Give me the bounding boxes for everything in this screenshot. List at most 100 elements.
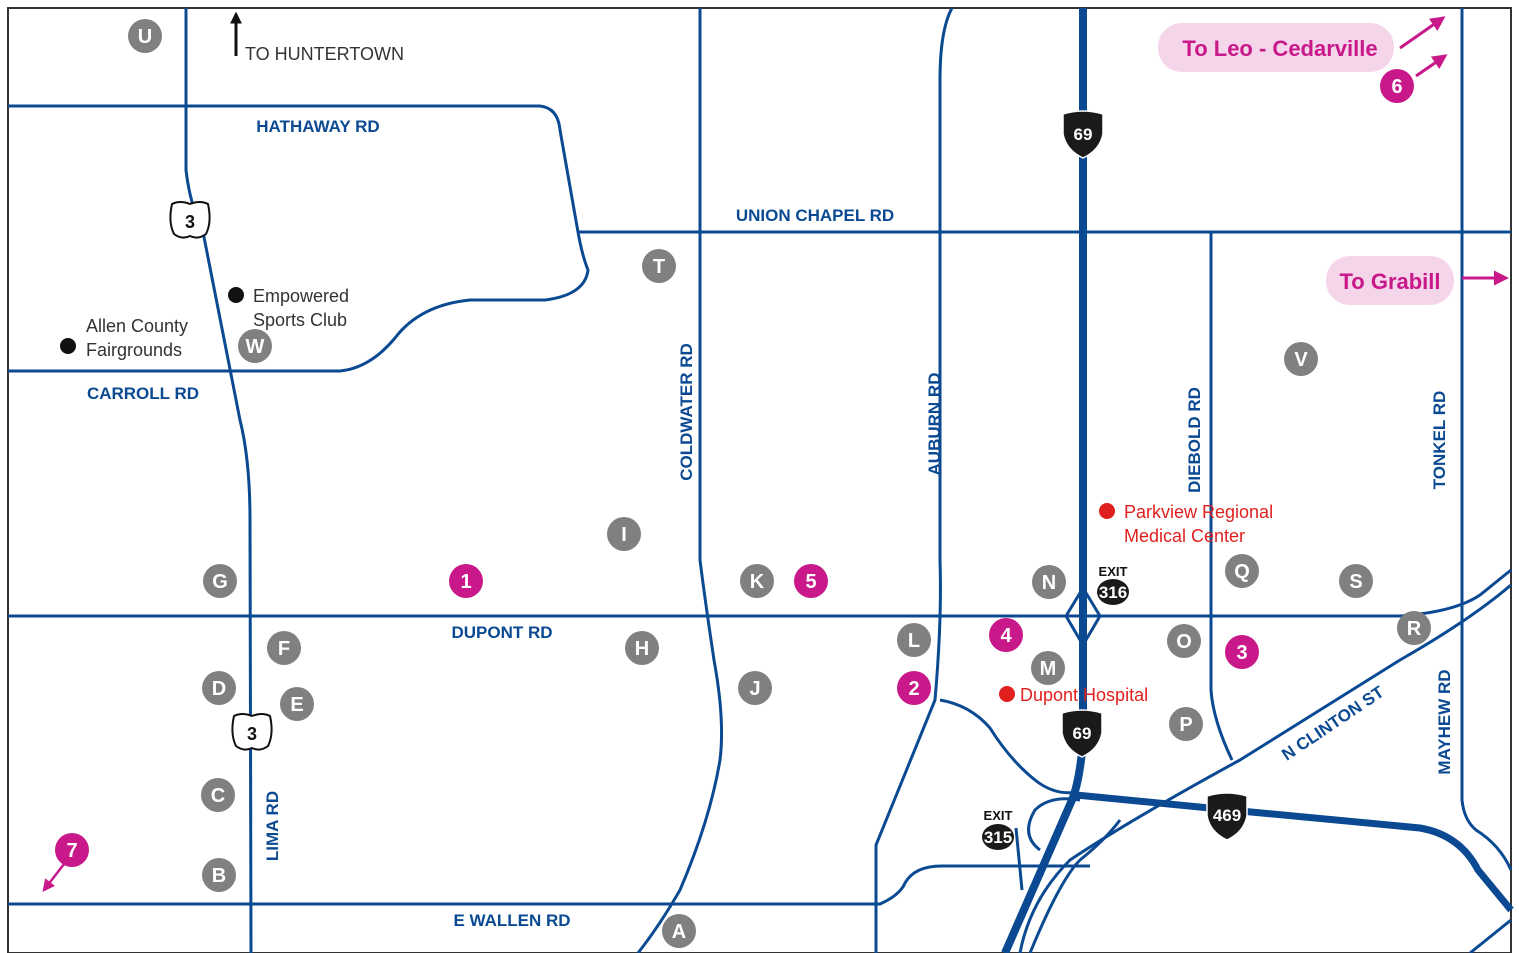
- marker-Q[interactable]: Q: [1225, 554, 1259, 588]
- marker-D[interactable]: D: [202, 671, 236, 705]
- i69-shield-north-icon: [1062, 110, 1104, 159]
- road-mayhew-se: [1469, 918, 1512, 953]
- exit-316-word: EXIT: [1099, 564, 1128, 579]
- marker-K-label: K: [750, 571, 765, 593]
- marker-P[interactable]: P: [1169, 707, 1203, 741]
- marker-T[interactable]: T: [642, 249, 676, 283]
- magenta-markers: 1 2 3 4 5 6 7: [55, 69, 1414, 867]
- gray-markers: A B C D E F G H I J K L M N O P Q R S T …: [128, 19, 1431, 948]
- grabill-pill: [1326, 256, 1454, 305]
- marker-1[interactable]: 1: [449, 564, 483, 598]
- us3-shield-south-icon: [231, 713, 273, 751]
- marker-T-label: T: [653, 256, 665, 278]
- marker-S-label: S: [1349, 571, 1362, 593]
- marker-J[interactable]: J: [738, 671, 772, 705]
- marker-O[interactable]: O: [1167, 624, 1201, 658]
- exit-315-word: EXIT: [984, 808, 1013, 823]
- i469-shield-number: 469: [1213, 806, 1241, 825]
- marker-C[interactable]: C: [201, 778, 235, 812]
- i69-shield-south-icon: [1061, 709, 1103, 758]
- label-tonkel-rd: TONKEL RD: [1430, 391, 1449, 490]
- road-local-connector-3: [1028, 819, 1122, 953]
- marker-D-label: D: [212, 678, 226, 700]
- exit-315-badge: [982, 824, 1014, 850]
- marker-5[interactable]: 5: [794, 564, 828, 598]
- poi-fairgrounds-line2: Fairgrounds: [86, 340, 182, 360]
- marker-F[interactable]: F: [267, 631, 301, 665]
- map-border: [7, 7, 1512, 953]
- poi-empowered-line1: Empowered: [253, 286, 349, 306]
- marker-7-arrow: [42, 863, 65, 892]
- marker-K[interactable]: K: [740, 564, 774, 598]
- marker-L[interactable]: L: [897, 623, 931, 657]
- marker-3-label: 3: [1236, 642, 1247, 664]
- marker-H-label: H: [635, 638, 649, 660]
- marker-B[interactable]: B: [202, 858, 236, 892]
- label-to-huntertown: TO HUNTERTOWN: [245, 44, 404, 64]
- marker-B-label: B: [212, 865, 226, 887]
- exit-315-number: 315: [984, 828, 1012, 847]
- marker-R[interactable]: R: [1397, 611, 1431, 645]
- us-3-shield-south: 3: [231, 713, 273, 751]
- marker-V[interactable]: V: [1284, 342, 1318, 376]
- destination-grabill: To Grabill: [1326, 256, 1509, 305]
- marker-4-label: 4: [1000, 625, 1012, 647]
- highway-i469: [1075, 791, 1514, 913]
- marker-3[interactable]: 3: [1225, 635, 1259, 669]
- road-us3-lima: [184, 8, 253, 953]
- marker-E-label: E: [290, 694, 303, 716]
- label-auburn-rd: AUBURN RD: [925, 373, 944, 476]
- exit-315-sign: EXIT 315: [982, 808, 1014, 850]
- marker-E[interactable]: E: [280, 687, 314, 721]
- marker-F-label: F: [278, 638, 290, 660]
- label-mayhew-rd: MAYHEW RD: [1435, 669, 1454, 774]
- exit-316-badge: [1097, 579, 1129, 605]
- marker-5-label: 5: [805, 571, 816, 593]
- marker-S[interactable]: S: [1339, 564, 1373, 598]
- marker-6[interactable]: 6: [1380, 69, 1414, 103]
- marker-G-label: G: [212, 571, 228, 593]
- poi-dot-fairgrounds: [60, 338, 76, 354]
- road-network: [8, 7, 1513, 953]
- poi-fairgrounds: Allen County Fairgrounds: [60, 316, 188, 360]
- poi-fairgrounds-line1: Allen County: [86, 316, 188, 336]
- interstate-69-shield-south: 69: [1061, 709, 1103, 758]
- marker-M[interactable]: M: [1031, 651, 1065, 685]
- label-coldwater-rd: COLDWATER RD: [677, 343, 696, 481]
- marker-Q-label: Q: [1234, 561, 1250, 583]
- i69-shield-south-number: 69: [1073, 724, 1092, 743]
- marker-V-label: V: [1294, 349, 1308, 371]
- i469-shield-icon: [1206, 792, 1248, 841]
- label-lima-rd: LIMA RD: [263, 791, 282, 861]
- marker-N[interactable]: N: [1032, 565, 1066, 599]
- marker-U[interactable]: U: [128, 19, 162, 53]
- road-local-connector-2: [1027, 797, 1081, 852]
- marker-2[interactable]: 2: [897, 671, 931, 705]
- marker-G[interactable]: G: [203, 564, 237, 598]
- marker-A[interactable]: A: [662, 914, 696, 948]
- poi-dupont-hospital-label: Dupont Hospital: [1020, 685, 1148, 705]
- leo-cedarville-pill: [1158, 23, 1394, 72]
- marker-I[interactable]: I: [607, 517, 641, 551]
- marker-2-label: 2: [908, 678, 919, 700]
- marker-W-label: W: [246, 336, 265, 358]
- leo-cedarville-arrow: [1399, 16, 1446, 50]
- interstate-69-shield-north: 69: [1062, 110, 1104, 159]
- marker-H[interactable]: H: [625, 631, 659, 665]
- marker-7[interactable]: 7: [55, 833, 89, 867]
- poi-empowered-sports-club: Empowered Sports Club: [228, 286, 349, 330]
- marker-I-label: I: [621, 524, 627, 546]
- poi-empowered-line2: Sports Club: [253, 310, 347, 330]
- marker-4[interactable]: 4: [989, 618, 1023, 652]
- marker-W[interactable]: W: [238, 329, 272, 363]
- marker-1-label: 1: [460, 571, 471, 593]
- poi-dot-empowered: [228, 287, 244, 303]
- grabill-label: To Grabill: [1339, 269, 1440, 294]
- poi-parkview-line1: Parkview Regional: [1124, 502, 1273, 522]
- label-e-wallen-rd: E WALLEN RD: [453, 911, 570, 930]
- poi-parkview: Parkview Regional Medical Center: [1099, 502, 1273, 546]
- poi-parkview-line2: Medical Center: [1124, 526, 1245, 546]
- marker-6-label: 6: [1391, 76, 1402, 98]
- road-hathaway: [8, 104, 590, 373]
- label-carroll-rd: CARROLL RD: [87, 384, 199, 403]
